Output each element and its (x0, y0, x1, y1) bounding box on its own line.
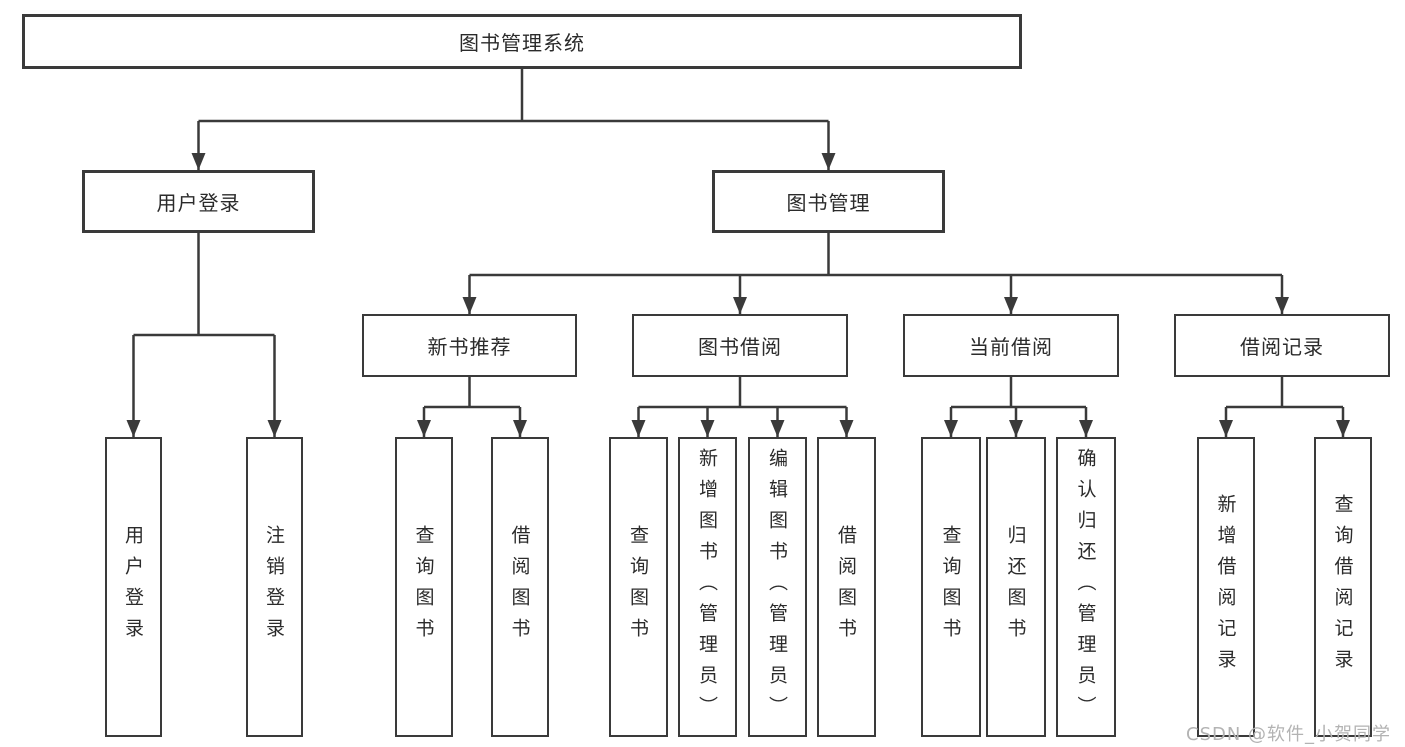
connector-book-borrow-split (638, 377, 847, 409)
leaf-recommend-query-book: 查询图书 (395, 437, 453, 737)
connector-new-book-split (424, 377, 520, 409)
node-label: 新书推荐 (427, 335, 512, 359)
leaf-records-add-record: 新增借阅记录 (1197, 437, 1255, 737)
leaf-borrowing-add-book-admin: 新增图书（管理员） (678, 437, 737, 737)
node-current-borrowing: 当前借阅 (903, 314, 1119, 377)
leaf-borrowing-query-book: 查询图书 (609, 437, 668, 737)
leaf-logout: 注销登录 (246, 437, 303, 737)
node-borrow-records: 借阅记录 (1174, 314, 1390, 377)
node-label: 用户登录 (156, 191, 241, 215)
csdn-watermark: CSDN @软件_小贺同学 (1186, 724, 1392, 745)
node-label: 图书管理 (786, 191, 871, 215)
leaf-recommend-borrow-book: 借阅图书 (491, 437, 549, 737)
connector-user-login-split (133, 233, 275, 337)
node-label: 借阅记录 (1240, 335, 1324, 359)
node-user-login: 用户登录 (82, 170, 315, 233)
leaf-borrowing-edit-book-admin: 编辑图书（管理员） (748, 437, 807, 737)
node-label: 图书借阅 (698, 335, 782, 359)
leaf-records-query-record: 查询借阅记录 (1314, 437, 1372, 737)
node-new-book-recommend: 新书推荐 (362, 314, 577, 377)
connector-book-management-split (469, 233, 1282, 277)
leaf-current-query-book: 查询图书 (921, 437, 981, 737)
node-label: 当前借阅 (969, 335, 1053, 359)
connector-borrow-records-split (1226, 377, 1343, 409)
connector-root-split (198, 69, 829, 123)
node-library-management-system: 图书管理系统 (22, 14, 1022, 69)
connector-current-borrow-split (951, 377, 1086, 409)
leaf-current-confirm-return-admin: 确认归还（管理员） (1056, 437, 1116, 737)
node-label: 图书管理系统 (459, 31, 585, 55)
leaf-current-return-book: 归还图书 (986, 437, 1046, 737)
node-book-borrowing: 图书借阅 (632, 314, 848, 377)
leaf-user-login: 用户登录 (105, 437, 162, 737)
node-book-management: 图书管理 (712, 170, 945, 233)
leaf-borrowing-borrow-book: 借阅图书 (817, 437, 876, 737)
